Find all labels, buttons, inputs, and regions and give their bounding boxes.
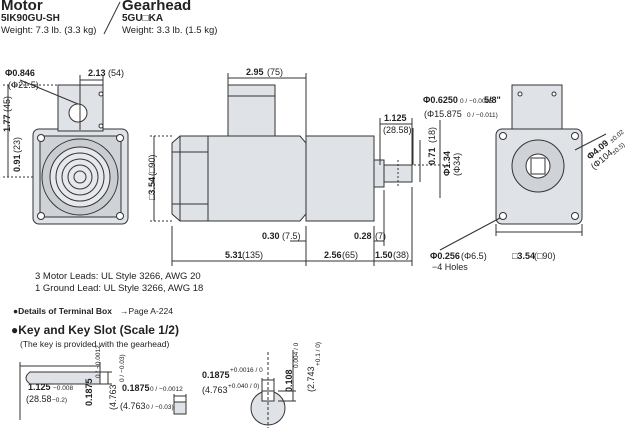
terminal-box-ref[interactable]: →Page A-224	[120, 306, 173, 316]
dim-177-mm: (45)	[2, 96, 12, 112]
dim-531: 5.31	[225, 250, 243, 260]
dim-15875-tol: 0 / −0.011)	[467, 112, 498, 119]
key-dim-1125-tol: −0.008	[53, 385, 73, 392]
dim-0846: Φ0.846	[5, 68, 35, 78]
key-dim-01875v-tol: 0 / −0.0012	[95, 345, 102, 378]
dim-256: 2.56	[324, 250, 342, 260]
key-dim-2743: (2.743	[306, 366, 316, 392]
dim-091: 0.91	[12, 154, 22, 172]
dim-295: 2.95	[246, 67, 264, 77]
terminal-box-label: ●Details of Terminal Box	[13, 306, 112, 316]
dim-134-mm: (Φ34)	[452, 153, 462, 176]
dim-531-mm: (135)	[242, 250, 263, 260]
dim-0256-mm: (Φ6.5)	[461, 251, 487, 261]
dim-1125: 1.125	[384, 113, 407, 123]
header-separator	[103, 1, 121, 35]
lead-note-2: 1 Ground Lead: UL Style 3266, AWG 18	[35, 283, 204, 294]
key-dim-01875v: 0.1875	[84, 378, 94, 406]
key-dim-4763: (4.763	[120, 401, 146, 411]
key-dim-01875s-tol: +0.0016 / 0	[230, 367, 263, 374]
dim-354b: □3.54	[512, 251, 535, 261]
motor-front-view	[32, 84, 129, 225]
dim-071: 0.71	[427, 147, 437, 165]
gearhead-title: Gearhead	[122, 0, 192, 14]
dim-0846-mm: (Φ21.5)	[8, 80, 39, 90]
gearhead-model: 5GU□KA	[122, 13, 164, 24]
lead-note-1: 3 Motor Leads: UL Style 3266, AWG 20	[35, 271, 201, 282]
key-slot-view	[250, 350, 296, 428]
key-dim-4763v-tol: 0 / −0.03)	[119, 354, 126, 382]
key-side-view	[19, 362, 112, 420]
dim-06250: Φ0.6250	[423, 95, 458, 105]
key-dim-0108: 0.108	[284, 369, 294, 392]
key-dim-4763s: (4.763	[202, 385, 228, 395]
dim-071-mm: (18)	[427, 127, 437, 143]
dim-213-mm: (54)	[108, 68, 124, 78]
dim-354sq: □3.54	[147, 177, 157, 200]
dim-1125-mm: (28.58)	[383, 125, 412, 135]
dim-150: 1.50	[375, 250, 393, 260]
dim-091-mm: (23)	[12, 137, 22, 153]
dim-213: 2.13	[88, 68, 106, 78]
key-dim-0108-tol: 0.004 / 0	[293, 342, 300, 368]
key-section-subtitle: (The key is provided with the gearhead)	[20, 339, 170, 349]
key-dim-01875: 0.1875	[122, 383, 150, 393]
dim-holes: −4 Holes	[432, 262, 468, 272]
key-dim-4763-tol: 0 / −0.03)	[146, 404, 174, 411]
motor-weight: Weight: 7.3 lb. (3.3 kg)	[1, 25, 97, 36]
key-dim-2858: (28.58	[26, 394, 52, 404]
dim-0256: Φ0.256	[430, 251, 460, 261]
dim-177: 1.77	[2, 114, 12, 132]
motor-title: Motor	[1, 0, 43, 14]
key-end-view	[173, 394, 187, 415]
dim-295-mm: (75)	[267, 67, 283, 77]
dim-256-mm: (65)	[342, 250, 358, 260]
dim-028-mm: (7)	[375, 231, 386, 241]
key-dim-1125: 1.125	[28, 382, 51, 392]
dim-030-mm: (7.5)	[282, 231, 301, 241]
key-dim-2743-tol: +0.1 / 0)	[315, 342, 322, 366]
dim-150-mm: (38)	[393, 250, 409, 260]
gearhead-front-view	[495, 84, 583, 225]
key-dim-2858-tol: −0.2)	[52, 397, 67, 404]
motor-side-view	[171, 84, 413, 222]
key-section-title: ●Key and Key Slot (Scale 1/2)	[11, 323, 179, 337]
key-dim-4763v: (4.763	[108, 384, 118, 410]
dim-409-tol: ±0.02	[609, 128, 626, 144]
dim-15875: (Φ15.875	[424, 109, 462, 119]
dim-030: 0.30	[262, 231, 280, 241]
key-dim-01875s: 0.1875	[202, 370, 230, 380]
dim-354b-mm: (□90)	[534, 251, 555, 261]
dim-58: 5/8"	[484, 95, 501, 105]
key-dim-01875-tol: 0 / −0.0012	[150, 386, 183, 393]
motor-model: 5IK90GU-SH	[1, 13, 60, 24]
gearhead-weight: Weight: 3.3 lb. (1.5 kg)	[122, 25, 218, 36]
dim-354sq-mm: (□90)	[147, 155, 157, 176]
dim-06250-tol: 0 / −0.0005	[460, 98, 493, 105]
dim-028: 0.28	[354, 231, 372, 241]
dim-134: Φ1.34	[442, 151, 452, 176]
key-dim-4763s-tol: +0.040 / 0)	[228, 383, 259, 390]
